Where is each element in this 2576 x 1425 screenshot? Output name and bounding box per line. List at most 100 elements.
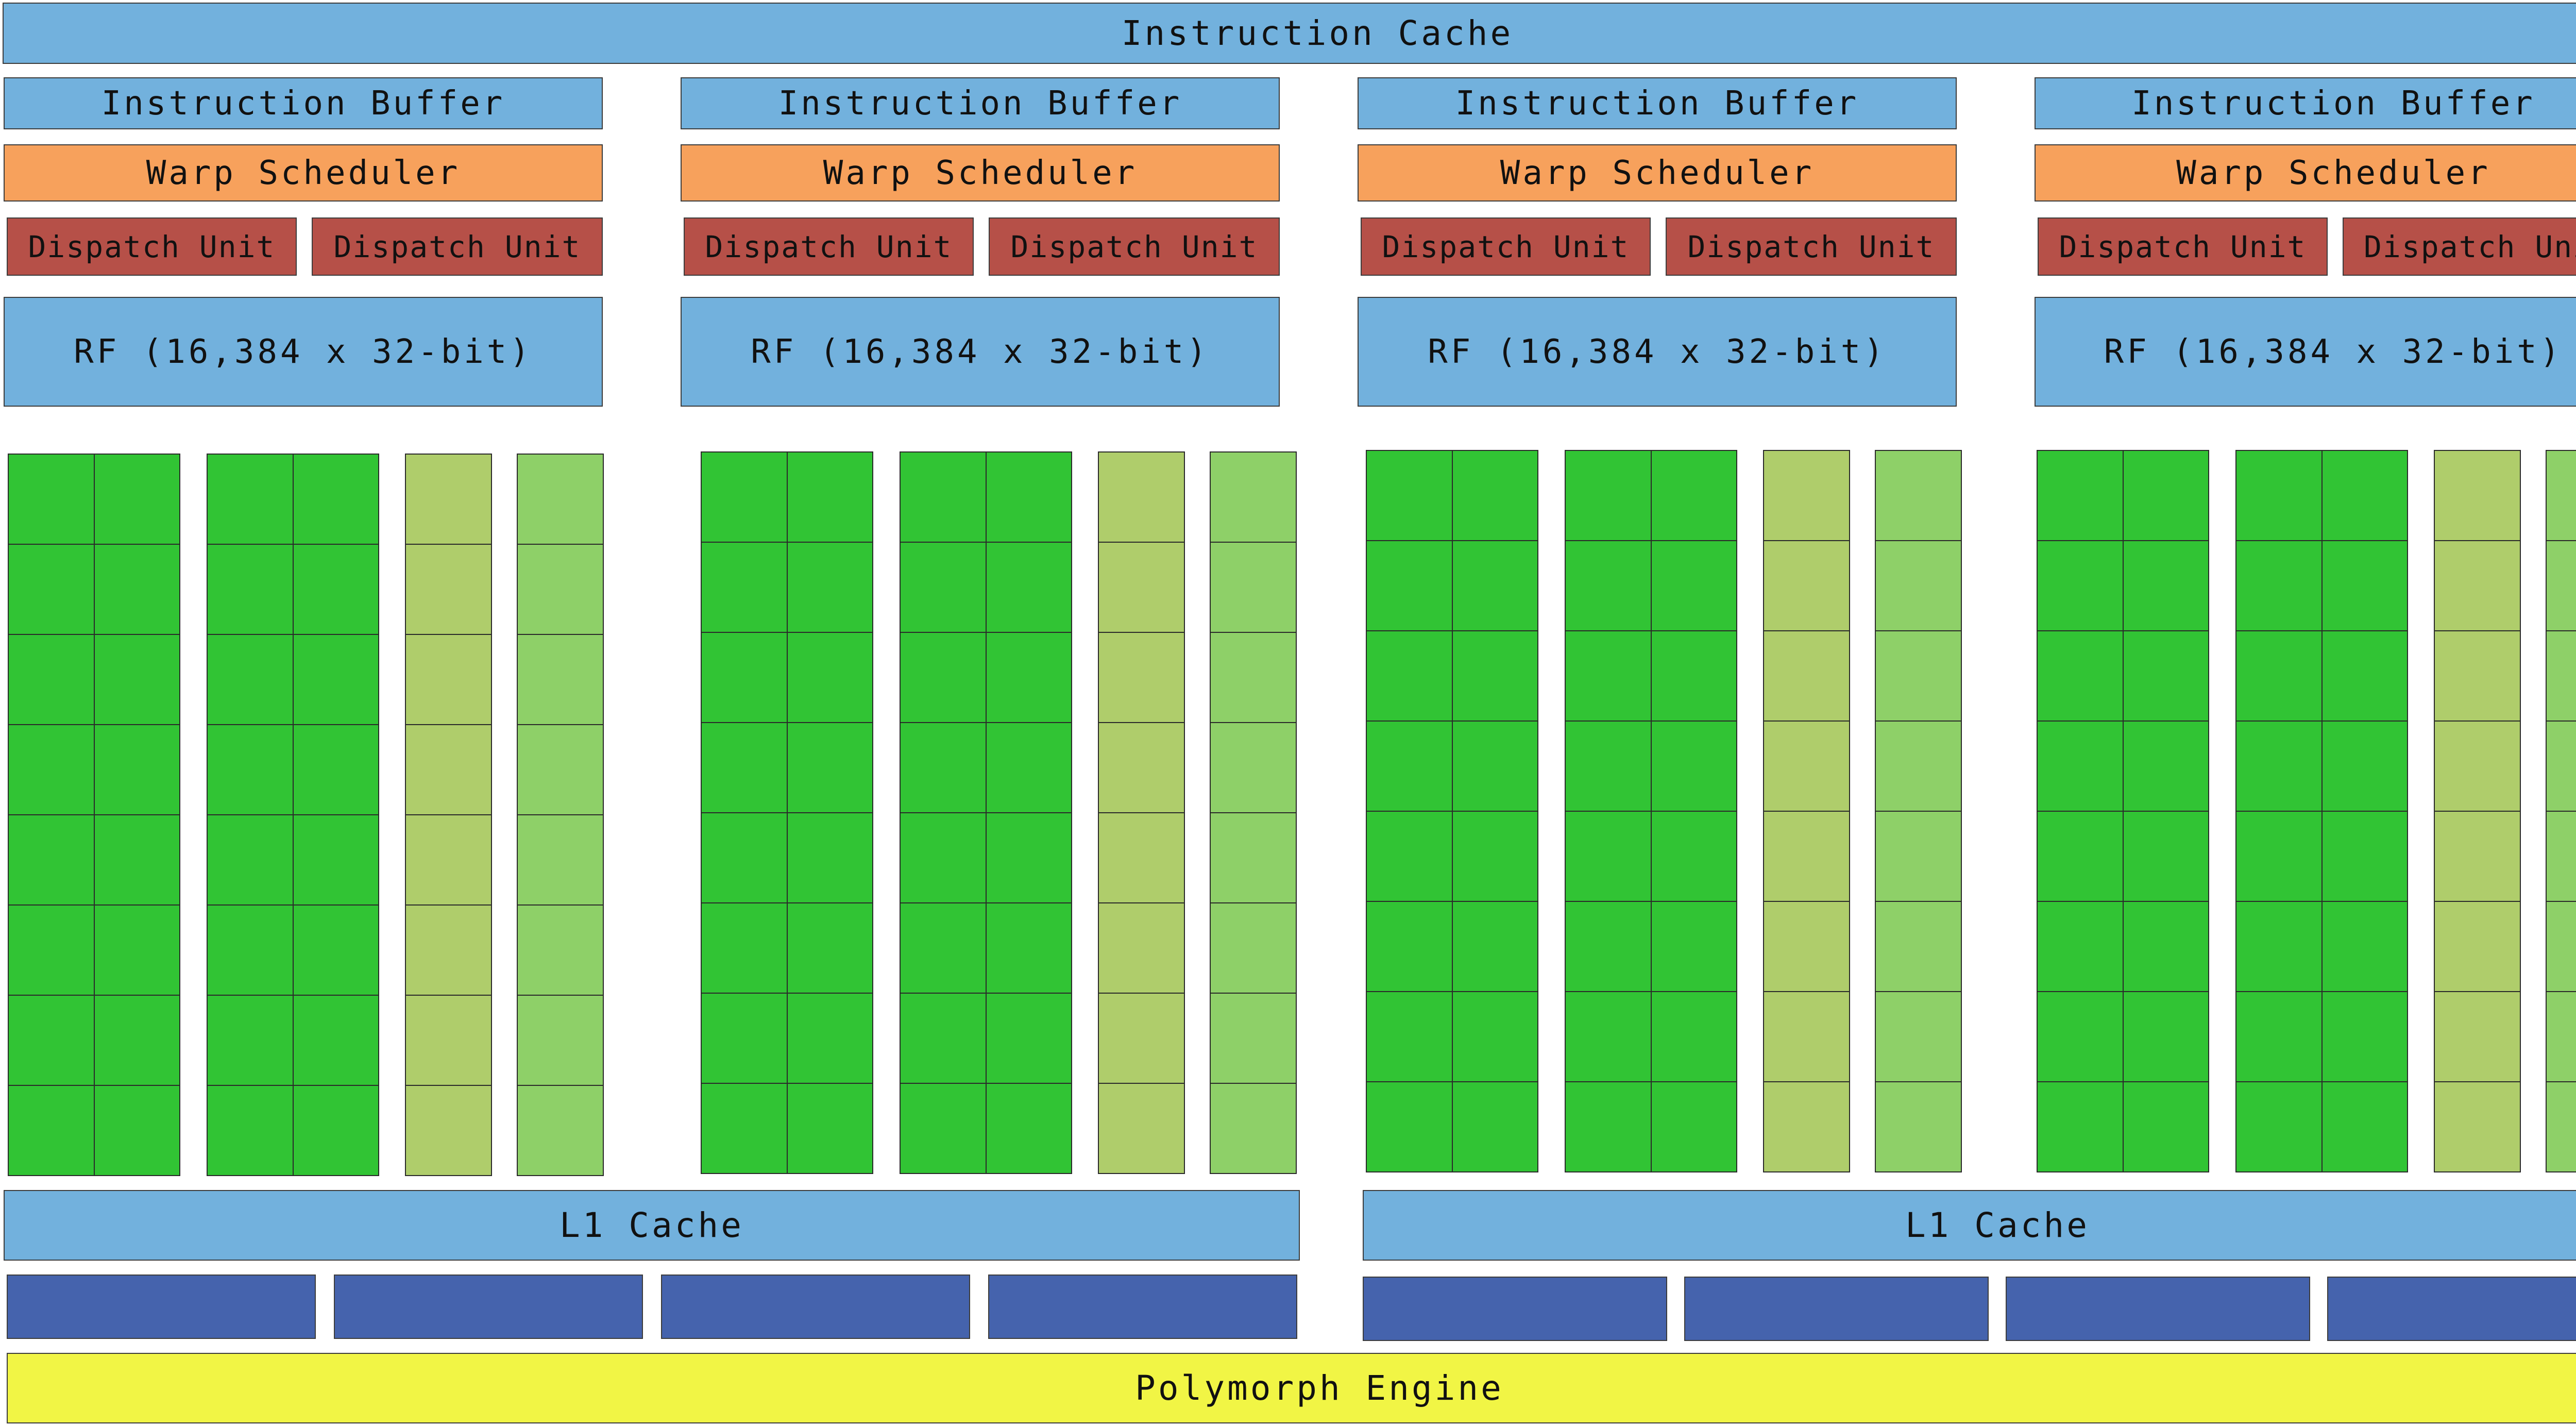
- cuda-core-cell: [900, 902, 987, 994]
- ld-st-cell: [2434, 991, 2521, 1082]
- cuda-core-cell: [2037, 901, 2124, 992]
- ld-st-cell: [1098, 722, 1185, 813]
- ld-st-cell: [405, 995, 492, 1086]
- register-file: RF (16,384 x 32-bit): [4, 297, 603, 407]
- cuda-core-cell: [985, 993, 1072, 1084]
- sfu-cell: [517, 724, 604, 815]
- cuda-core-cell: [786, 1083, 873, 1174]
- cuda-core-cell: [2235, 720, 2323, 812]
- register-file: RF (16,384 x 32-bit): [2035, 297, 2576, 407]
- warp-scheduler: Warp Scheduler: [4, 144, 603, 202]
- ld-st-cell: [405, 814, 492, 906]
- cuda-core-cell: [2037, 811, 2124, 902]
- cuda-core-cell: [1451, 450, 1538, 541]
- memory-unit-block: [2006, 1277, 2310, 1341]
- sfu-cell: [1210, 542, 1297, 633]
- cuda-core-cell: [93, 904, 180, 996]
- sfu-cell: [1210, 451, 1297, 543]
- ld-st-cell: [1763, 720, 1850, 812]
- ld-st-cell: [2434, 811, 2521, 902]
- cuda-core-cell: [2122, 811, 2209, 902]
- ld-st-cell: [405, 1085, 492, 1176]
- cuda-core-cell: [786, 812, 873, 903]
- sfu-cell: [2546, 901, 2576, 992]
- dispatch-unit: Dispatch Unit: [684, 217, 974, 276]
- memory-unit-block: [334, 1275, 643, 1339]
- cuda-core-cell: [2122, 720, 2209, 812]
- cuda-core-cell: [207, 814, 294, 906]
- sfu-cell: [2546, 1081, 2576, 1172]
- cuda-core-cell: [786, 451, 873, 543]
- cuda-core-cell: [2235, 450, 2323, 541]
- cuda-core-cell: [786, 993, 873, 1084]
- cuda-core-cell: [2321, 630, 2408, 722]
- cuda-core-cell: [8, 904, 95, 996]
- cuda-core-cell: [900, 632, 987, 723]
- cuda-core-cell: [1650, 720, 1737, 812]
- sfu-cell: [517, 634, 604, 725]
- sfu-cell: [1875, 540, 1962, 631]
- sfu-cell: [517, 814, 604, 906]
- cuda-core-cell: [701, 542, 788, 633]
- cuda-core-cell: [8, 1085, 95, 1176]
- instruction-buffer: Instruction Buffer: [1358, 77, 1957, 129]
- cuda-core-cell: [2235, 1081, 2323, 1172]
- cuda-core-cell: [207, 634, 294, 725]
- cuda-core-cell: [701, 902, 788, 994]
- cuda-core-cell: [985, 722, 1072, 813]
- cuda-core-cell: [2321, 450, 2408, 541]
- cuda-core-cell: [2235, 901, 2323, 992]
- cuda-core-cell: [1366, 450, 1453, 541]
- cuda-core-cell: [2122, 540, 2209, 631]
- sfu-cell: [517, 995, 604, 1086]
- cuda-core-cell: [207, 904, 294, 996]
- cuda-core-cell: [292, 1085, 379, 1176]
- ld-st-cell: [2434, 630, 2521, 722]
- cuda-core-cell: [292, 904, 379, 996]
- cuda-core-cell: [985, 451, 1072, 543]
- dispatch-unit: Dispatch Unit: [989, 217, 1280, 276]
- cuda-core-cell: [701, 722, 788, 813]
- cuda-core-cell: [786, 722, 873, 813]
- cuda-core-cell: [2037, 1081, 2124, 1172]
- cuda-core-cell: [1565, 630, 1652, 722]
- instruction-buffer: Instruction Buffer: [4, 77, 603, 129]
- cuda-core-cell: [701, 1083, 788, 1174]
- cuda-core-cell: [1650, 630, 1737, 722]
- sfu-cell: [1875, 450, 1962, 541]
- ld-st-cell: [2434, 450, 2521, 541]
- warp-scheduler: Warp Scheduler: [2035, 144, 2576, 202]
- cuda-core-cell: [292, 634, 379, 725]
- cuda-core-cell: [1366, 720, 1453, 812]
- cuda-core-cell: [292, 814, 379, 906]
- cuda-core-cell: [93, 1085, 180, 1176]
- ld-st-cell: [2434, 1081, 2521, 1172]
- warp-scheduler: Warp Scheduler: [1358, 144, 1957, 202]
- sfu-cell: [2546, 450, 2576, 541]
- cuda-core-cell: [93, 995, 180, 1086]
- cuda-core-cell: [701, 632, 788, 723]
- ld-st-cell: [405, 904, 492, 996]
- ld-st-cell: [1763, 901, 1850, 992]
- sfu-cell: [517, 454, 604, 545]
- ld-st-cell: [1098, 902, 1185, 994]
- cuda-core-cell: [292, 724, 379, 815]
- cuda-core-cell: [93, 454, 180, 545]
- cuda-core-cell: [900, 542, 987, 633]
- cuda-core-cell: [1565, 450, 1652, 541]
- cuda-core-cell: [207, 995, 294, 1086]
- ld-st-cell: [1098, 993, 1185, 1084]
- cuda-core-cell: [786, 542, 873, 633]
- memory-unit-block: [1684, 1277, 1989, 1341]
- cuda-core-cell: [2321, 1081, 2408, 1172]
- cuda-core-cell: [701, 993, 788, 1084]
- cuda-core-cell: [8, 724, 95, 815]
- sfu-cell: [2546, 991, 2576, 1082]
- cuda-core-cell: [1650, 991, 1737, 1082]
- ld-st-cell: [1763, 1081, 1850, 1172]
- dispatch-unit: Dispatch Unit: [2343, 217, 2576, 276]
- cuda-core-cell: [1565, 811, 1652, 902]
- cuda-core-cell: [2122, 901, 2209, 992]
- cuda-core-cell: [2235, 630, 2323, 722]
